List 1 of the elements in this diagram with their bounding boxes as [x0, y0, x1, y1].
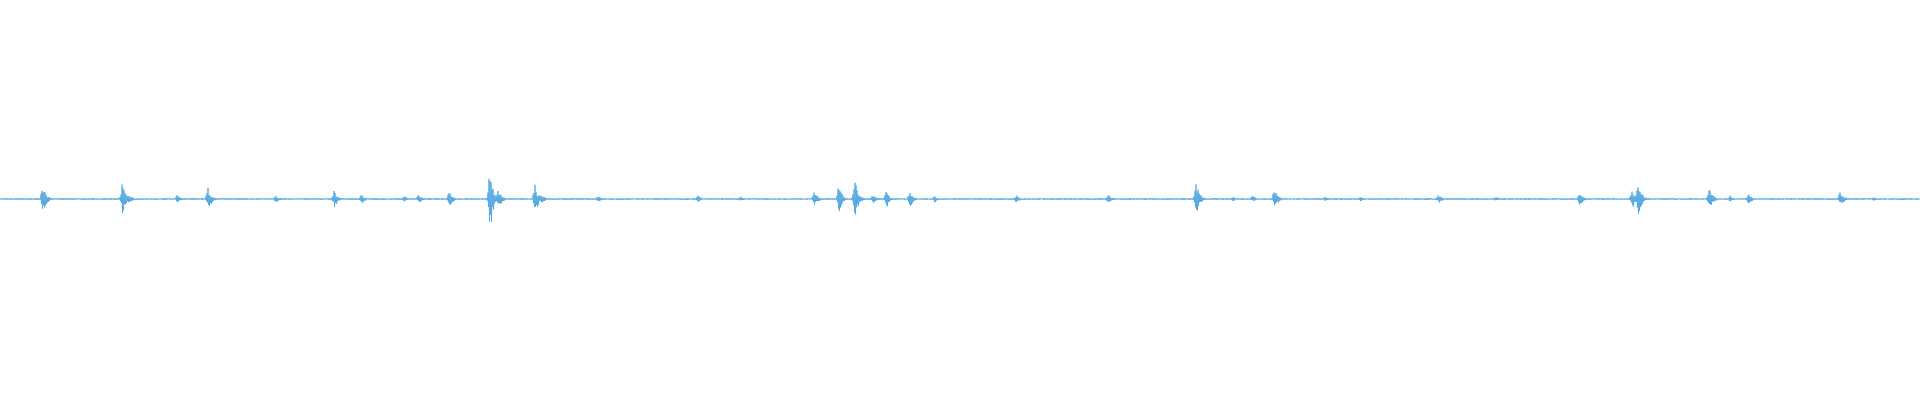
waveform-drawing	[0, 178, 1920, 223]
